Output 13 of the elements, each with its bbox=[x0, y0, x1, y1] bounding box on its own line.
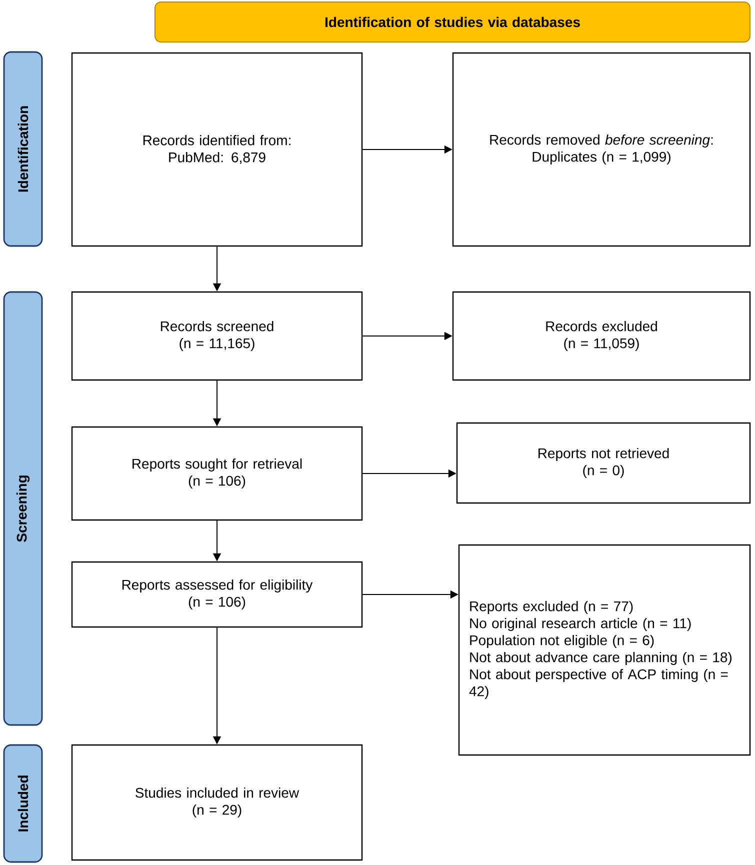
process-box: Records excluded (n = 11,059) bbox=[452, 291, 751, 381]
phase-tab: Screening bbox=[3, 291, 43, 726]
process-box: Studies included in review (n = 29) bbox=[71, 744, 363, 861]
process-box: Reports sought for retrieval (n = 106) bbox=[71, 426, 363, 521]
process-box: Reports not retrieved (n = 0) bbox=[456, 422, 751, 504]
process-box: Reports assessed for eligibility (n = 106) bbox=[71, 561, 363, 628]
exclusion-box: Reports excluded (n = 77) No original research article (n = 11) Population not eligible (n = 6) Not about advance care planning (n = 18) Not about perspective of ACP timing (n = 42) bbox=[458, 544, 751, 756]
process-box: Records identified from: PubMed: 6,879 bbox=[71, 52, 363, 247]
phase-tab: Included bbox=[3, 744, 43, 863]
section-banner: Identification of studies via databases bbox=[154, 2, 750, 42]
process-box: Records screened (n = 11,165) bbox=[71, 291, 363, 381]
process-box: Records removed before screening: Duplicates (n = 1,099) bbox=[452, 52, 751, 247]
phase-tab: Identification bbox=[3, 51, 43, 247]
